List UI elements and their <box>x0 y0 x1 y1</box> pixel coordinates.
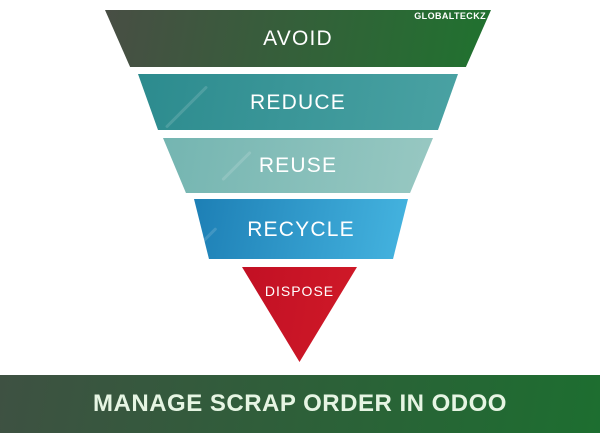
funnel-level-reduce: REDUCE <box>138 74 458 130</box>
banner-title: MANAGE SCRAP ORDER IN ODOO <box>93 390 507 417</box>
footer-banner: MANAGE SCRAP ORDER IN ODOO <box>0 375 600 433</box>
funnel-level-dispose: DISPOSE <box>242 267 357 362</box>
funnel-level-recycle-label: RECYCLE <box>247 217 355 241</box>
funnel-level-recycle: RECYCLE <box>194 199 408 259</box>
funnel-level-reuse-label: REUSE <box>258 154 338 177</box>
funnel-level-avoid-label: AVOID <box>263 27 333 50</box>
funnel-level-reduce-label: REDUCE <box>250 90 346 114</box>
funnel-level-avoid: AVOID GLOBALTECKZ <box>105 10 491 67</box>
funnel-level-reuse: REUSE <box>163 138 433 193</box>
globalteckz-watermark: GLOBALTECKZ <box>414 11 486 21</box>
funnel-level-dispose-label: DISPOSE <box>264 283 335 299</box>
